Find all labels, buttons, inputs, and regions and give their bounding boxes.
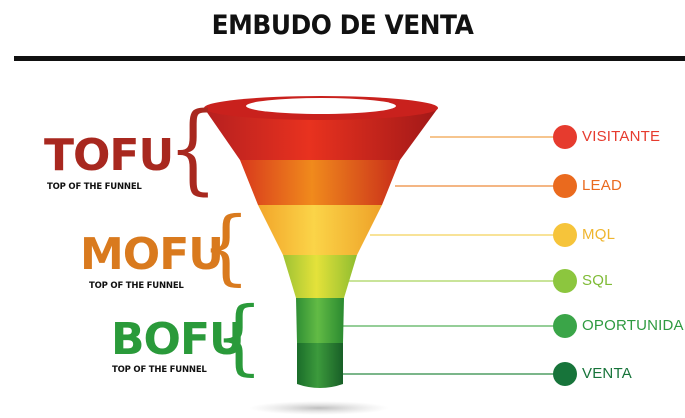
step-label-lead: LEAD [582,177,622,194]
stage-sub-bofu: TOP OF THE FUNNEL [112,365,207,375]
connector-lines [330,136,558,375]
step-label-venta: VENTA [582,365,632,382]
dot-venta [553,362,577,386]
stage-label-mofu: MOFU [80,229,224,280]
funnel-layer-oportunidad [296,298,344,343]
step-label-visitante: VISITANTE [582,128,661,145]
step-label-sql: SQL [582,272,613,289]
stage-sub-tofu: TOP OF THE FUNNEL [47,182,142,192]
stage-sub-mofu: TOP OF THE FUNNEL [89,281,184,291]
funnel-shadow [249,401,389,415]
dot-lead [553,174,577,198]
step-label-oportunidad: OPORTUNIDAD [582,317,685,334]
funnel-layer-lead [240,160,400,205]
title-divider [14,56,685,61]
page-title: EMBUDO DE VENTA [211,10,474,41]
funnel-layer-sql [283,255,357,298]
brace-mofu-icon: { [201,199,251,295]
stage-label-bofu: BOFU [111,314,245,365]
stage-label-tofu: TOFU [44,130,174,181]
brace-bofu-icon: { [214,289,264,385]
dot-oportunidad [553,314,577,338]
dot-mql [553,223,577,247]
funnel-layer-mql [258,205,382,255]
step-label-mql: MQL [582,226,616,243]
brace-tofu-icon: { [168,92,218,206]
dot-sql [553,269,577,293]
funnel-opening [246,98,396,114]
funnel-layer-venta [297,343,343,388]
dot-visitante [553,125,577,149]
funnel-layer-visitante [204,108,438,160]
